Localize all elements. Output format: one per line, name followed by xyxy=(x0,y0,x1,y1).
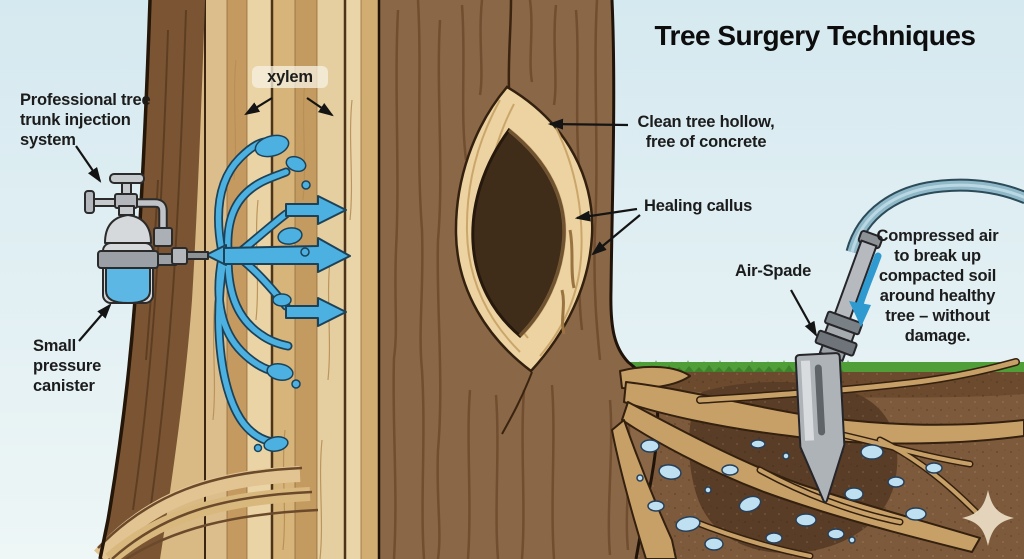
air-hose xyxy=(845,178,1024,254)
injected-liquid-flow xyxy=(205,134,351,453)
label-air-spade: Air-Spade xyxy=(735,262,812,280)
root-system xyxy=(611,365,1024,559)
right-trunk-hollow xyxy=(377,0,660,559)
label-injection-system: Professional tree trunk injection system xyxy=(20,91,151,149)
arrow-xylem-right xyxy=(306,97,334,117)
arrow-tree-hollow xyxy=(547,118,629,130)
arrow-callus-upper xyxy=(574,207,638,222)
label-healing-callus: Healing callus xyxy=(644,197,753,215)
air-flow-arrow xyxy=(849,252,882,327)
arrow-air-spade xyxy=(790,289,818,337)
arrow-callus-lower xyxy=(591,214,641,256)
label-tree-hollow: Clean tree hollow, free of concrete xyxy=(637,113,775,151)
air-spade-tool xyxy=(794,229,883,504)
label-compressed-air: Compressed air to break up compacted soi… xyxy=(876,227,999,345)
left-trunk-cutaway xyxy=(94,0,380,559)
air-pockets xyxy=(636,439,943,551)
page-title: Tree Surgery Techniques xyxy=(654,20,977,51)
label-pressure-canister: Small pressure canister xyxy=(33,337,102,395)
arrow-injection-system xyxy=(75,145,102,183)
arrow-xylem-left xyxy=(244,97,273,116)
injection-device xyxy=(84,173,209,304)
annotation-arrows xyxy=(75,97,818,342)
sparkle-watermark xyxy=(962,490,1014,546)
arrow-pressure-canister xyxy=(78,303,112,342)
label-xylem: xylem xyxy=(252,66,328,88)
